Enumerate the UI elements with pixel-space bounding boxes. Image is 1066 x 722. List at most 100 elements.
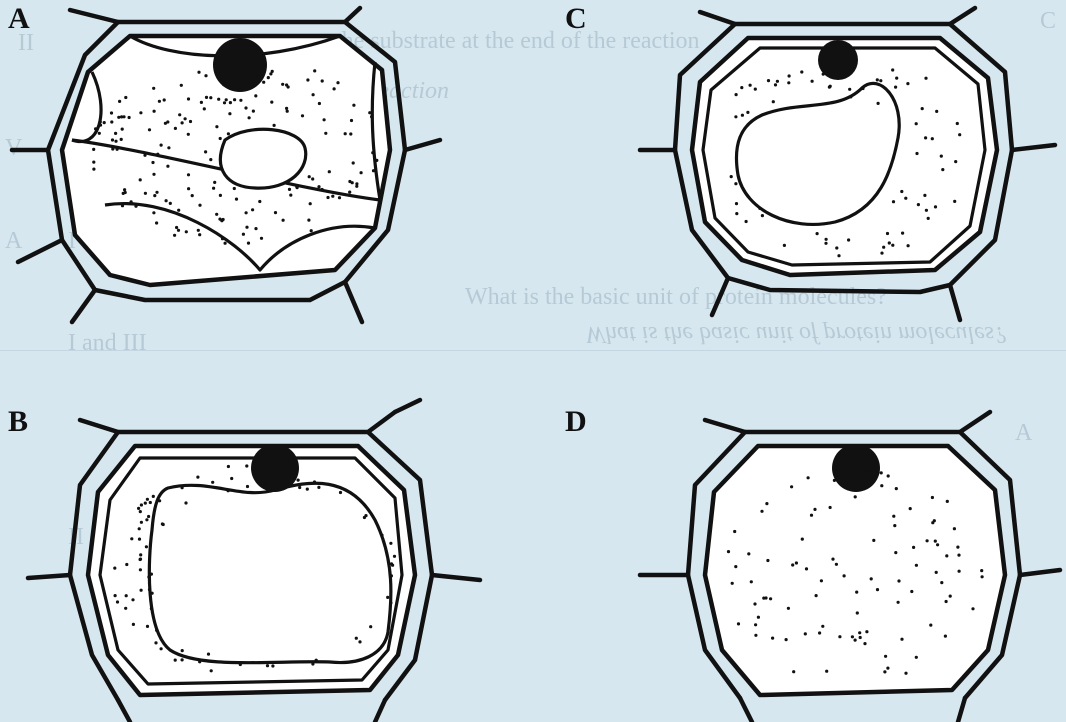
cytoplasm-dot: [173, 234, 176, 237]
cytoplasm-dot: [297, 479, 300, 482]
cytoplasm-dot: [216, 70, 219, 73]
cytoplasm-dot: [165, 199, 168, 202]
cytoplasm-dot: [117, 116, 120, 119]
cytoplasm-dot: [368, 111, 371, 114]
cytoplasm-dot: [118, 100, 121, 103]
cytoplasm-dot: [245, 226, 248, 229]
cytoplasm-dot: [198, 660, 201, 663]
cytoplasm-dot: [929, 624, 932, 627]
cytoplasm-dot: [859, 636, 862, 639]
cytoplasm-dot: [114, 140, 117, 143]
cytoplasm-dot: [870, 577, 873, 580]
cytoplasm-dot: [915, 564, 918, 567]
cytoplasm-dot: [331, 195, 334, 198]
cytoplasm-dot: [160, 144, 163, 147]
cytoplasm-dot: [139, 111, 142, 114]
cytoplasm-dot: [326, 196, 329, 199]
cytoplasm-dot: [958, 570, 961, 573]
cytoplasm-dot: [298, 486, 301, 489]
cytoplasm-dot: [219, 71, 222, 74]
cytoplasm-dot: [99, 124, 102, 127]
cytoplasm-dot: [981, 575, 984, 578]
cytoplasm-dot: [196, 476, 199, 479]
cytoplasm-dot: [735, 202, 738, 205]
cytoplasm-dot: [956, 546, 959, 549]
cytoplasm-dot: [754, 634, 757, 637]
cytoplasm-dot: [760, 510, 763, 513]
cytoplasm-dot: [944, 635, 947, 638]
cytoplasm-dot: [264, 482, 267, 485]
cytoplasm-dot: [140, 503, 143, 506]
cytoplasm-dot: [868, 469, 871, 472]
cytoplasm-dot: [790, 485, 793, 488]
cytoplasm-dot: [338, 196, 341, 199]
cytoplasm-dot: [824, 242, 827, 245]
cytoplasm-dot: [883, 670, 886, 673]
cytoplasm-dot: [242, 233, 245, 236]
cytoplasm-dot: [771, 637, 774, 640]
cytoplasm-dot: [774, 83, 777, 86]
cytoplasm-dot: [153, 110, 156, 113]
cytoplasm-dot: [184, 501, 187, 504]
cytoplasm-dot: [111, 147, 114, 150]
cytoplasm-dot: [876, 588, 879, 591]
cytoplasm-dot: [185, 230, 188, 233]
cytoplasm-dot: [753, 602, 756, 605]
cytoplasm-dot: [143, 154, 146, 157]
cytoplasm-dot: [210, 669, 213, 672]
cytoplasm-dot: [880, 471, 883, 474]
cytoplasm-dot: [152, 87, 155, 90]
cytoplasm-dot: [139, 178, 142, 181]
cytoplasm-dot: [281, 83, 284, 86]
cytoplasm-dot: [137, 507, 140, 510]
cytoplasm-dot: [239, 663, 242, 666]
cytoplasm-dot: [735, 93, 738, 96]
cytoplasm-dot: [248, 116, 251, 119]
cytoplasm-dot: [925, 209, 928, 212]
cytoplasm-dot: [833, 479, 836, 482]
cytoplasm-dot: [370, 115, 373, 118]
cytoplasm-dot: [321, 188, 324, 191]
cytoplasm-dot: [152, 495, 155, 498]
cytoplasm-dot: [134, 205, 137, 208]
cytoplasm-dot: [895, 487, 898, 490]
cytoplasm-dot: [949, 595, 952, 598]
cytoplasm-dot: [352, 161, 355, 164]
cytoplasm-dot: [887, 474, 890, 477]
cytoplasm-dot: [247, 242, 250, 245]
cytoplasm-dot: [765, 502, 768, 505]
cytoplasm-dot: [166, 120, 169, 123]
cytoplasm-dot: [147, 575, 150, 578]
cytoplasm-dot: [174, 127, 177, 130]
cytoplasm-dot: [336, 81, 339, 84]
cytoplasm-dot: [904, 197, 907, 200]
cytoplasm-dot: [910, 590, 913, 593]
cytoplasm-dot: [822, 73, 825, 76]
cytoplasm-dot: [900, 638, 903, 641]
cytoplasm-dot: [204, 74, 207, 77]
cytoplasm-dot: [837, 254, 840, 257]
cytoplasm-dot: [734, 182, 737, 185]
cytoplasm-dot: [267, 76, 270, 79]
cytoplasm-dot: [155, 629, 158, 632]
cytoplasm-dot: [825, 238, 828, 241]
cytoplasm-dot: [187, 97, 190, 100]
cytoplasm-dot: [148, 588, 151, 591]
panel-label-c: C: [565, 2, 587, 36]
cytoplasm-dot: [931, 137, 934, 140]
cytoplasm-dot: [907, 244, 910, 247]
cytoplasm-dot: [909, 507, 912, 510]
nucleus-d: [832, 444, 880, 492]
cytoplasm-dot: [924, 136, 927, 139]
cytoplasm-dot: [369, 625, 372, 628]
cytoplasm-dot: [783, 244, 786, 247]
cytoplasm-dot: [205, 96, 208, 99]
cytoplasm-dot: [733, 530, 736, 533]
cytoplasm-dot: [912, 546, 915, 549]
cytoplasm-dot: [831, 558, 834, 561]
cytoplasm-dot: [854, 639, 857, 642]
cytoplasm-dot: [151, 592, 154, 595]
cytoplasm-dot: [110, 120, 113, 123]
cytoplasm-dot: [295, 185, 298, 188]
cytoplasm-dot: [734, 565, 737, 568]
